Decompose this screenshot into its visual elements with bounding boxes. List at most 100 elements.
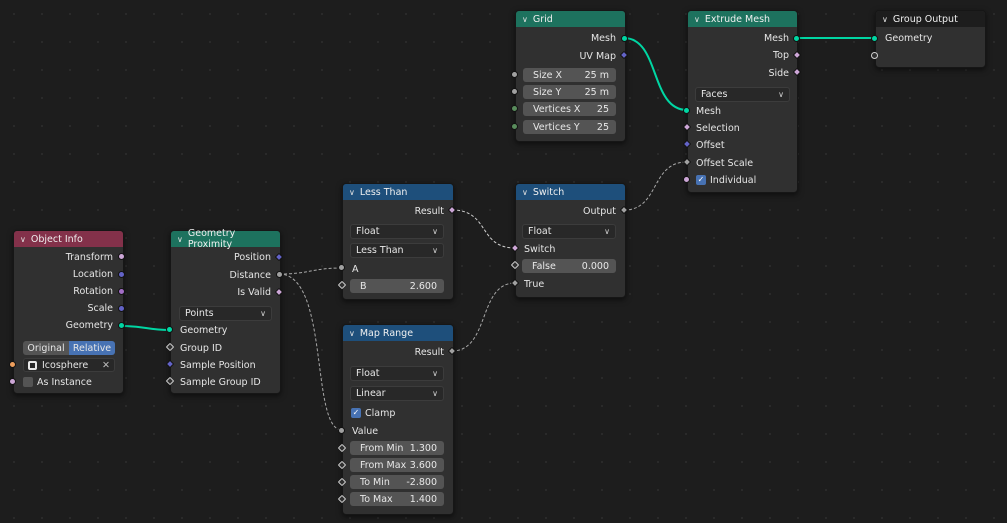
as-instance-row[interactable]: As Instance: [23, 374, 92, 390]
field-label: From Max: [360, 459, 407, 471]
socket-label: Rotation: [73, 285, 113, 297]
socket-label: A: [352, 263, 359, 275]
link-objectinfo-geometry-to-proximity: [121, 325, 171, 331]
to-max-field[interactable]: To Max 1.400: [350, 492, 444, 506]
vertices-x-field[interactable]: Vertices X 25: [523, 102, 616, 116]
as-instance-socket[interactable]: [9, 378, 16, 385]
clear-icon[interactable]: ✕: [102, 359, 110, 371]
size-x-socket[interactable]: [511, 71, 518, 78]
scale-socket[interactable]: [118, 305, 125, 312]
switch-node[interactable]: ∨ Switch Output Float ∨ Switch False 0.0…: [515, 183, 626, 298]
switch-header[interactable]: ∨ Switch: [516, 184, 625, 200]
empty-socket[interactable]: [871, 52, 878, 59]
rotation-socket[interactable]: [118, 288, 125, 295]
socket-label: Switch: [524, 243, 556, 255]
operation-dropdown[interactable]: Less Than ∨: [350, 243, 444, 258]
collapse-chevron-icon[interactable]: ∨: [882, 14, 888, 24]
output-output: Output: [583, 203, 616, 219]
dropdown-value: Float: [528, 226, 552, 237]
input-geometry: Geometry: [885, 30, 932, 46]
geometry-in-socket[interactable]: [166, 326, 173, 333]
socket-label: Mesh: [590, 32, 616, 44]
field-value: 25: [596, 103, 609, 115]
field-value: 25: [596, 121, 609, 133]
object-field[interactable]: Icosphere ✕: [23, 358, 115, 372]
data-type-dropdown[interactable]: Float ∨: [350, 366, 444, 381]
output-rotation: Rotation: [73, 283, 113, 299]
collapse-chevron-icon[interactable]: ∨: [349, 187, 355, 197]
dropdown-value: Float: [356, 226, 380, 237]
object-info-header[interactable]: ∨ Object Info: [14, 231, 123, 247]
geometry-out-socket[interactable]: [118, 322, 125, 329]
extrude-mesh-node[interactable]: ∨ Extrude Mesh Mesh Top Side Faces ∨ Mes…: [687, 10, 798, 193]
input-true: True: [524, 276, 544, 292]
from-min-field[interactable]: From Min 1.300: [350, 441, 444, 455]
socket-label: Selection: [696, 122, 740, 134]
collapse-chevron-icon[interactable]: ∨: [20, 234, 26, 244]
output-position: Position: [234, 249, 271, 265]
checkmark-icon[interactable]: ✓: [696, 175, 706, 185]
object-info-node[interactable]: ∨ Object Info Transform Location Rotatio…: [13, 230, 124, 394]
grid-header[interactable]: ∨ Grid: [516, 11, 625, 27]
mesh-out-socket[interactable]: [793, 35, 800, 42]
from-max-field[interactable]: From Max 3.600: [350, 458, 444, 472]
geometry-in-socket[interactable]: [871, 35, 878, 42]
input-sample-group-id: Sample Group ID: [180, 374, 261, 390]
object-socket[interactable]: [9, 361, 16, 368]
data-type-dropdown[interactable]: Float ∨: [350, 224, 444, 239]
collapse-chevron-icon[interactable]: ∨: [349, 328, 355, 338]
chevron-down-icon: ∨: [432, 389, 438, 398]
geometry-proximity-node[interactable]: ∨ Geometry Proximity Position Distance I…: [170, 228, 281, 394]
mesh-in-socket[interactable]: [683, 107, 690, 114]
checkmark-icon[interactable]: ✓: [351, 408, 361, 418]
interpolation-dropdown[interactable]: Linear ∨: [350, 386, 444, 401]
value-socket[interactable]: [338, 427, 345, 434]
grid-node[interactable]: ∨ Grid Mesh UV Map Size X 25 m Size Y 25…: [515, 10, 626, 142]
as-instance-checkbox[interactable]: [23, 377, 33, 387]
group-output-header[interactable]: ∨ Group Output: [876, 11, 985, 27]
vertices-x-socket[interactable]: [511, 105, 518, 112]
size-y-socket[interactable]: [511, 88, 518, 95]
chevron-down-icon: ∨: [604, 227, 610, 236]
map-range-header[interactable]: ∨ Map Range: [343, 325, 453, 341]
individual-row[interactable]: ✓ Individual: [696, 172, 756, 188]
node-title: Extrude Mesh: [704, 13, 771, 25]
collapse-chevron-icon[interactable]: ∨: [522, 14, 528, 24]
mesh-out-socket[interactable]: [621, 35, 628, 42]
collapse-chevron-icon[interactable]: ∨: [694, 14, 700, 24]
group-output-node[interactable]: ∨ Group Output Geometry: [875, 10, 986, 68]
size-y-field[interactable]: Size Y 25 m: [523, 85, 616, 99]
link-proximity-distance-to-lessthan-a: [278, 267, 343, 275]
collapse-chevron-icon[interactable]: ∨: [522, 187, 528, 197]
extrude-mode-dropdown[interactable]: Faces ∨: [695, 87, 790, 102]
vertices-y-socket[interactable]: [511, 123, 518, 130]
target-element-dropdown[interactable]: Points ∨: [179, 306, 272, 321]
data-type-dropdown[interactable]: Float ∨: [522, 224, 616, 239]
false-value-field[interactable]: False 0.000: [522, 259, 616, 273]
less-than-node[interactable]: ∨ Less Than Result Float ∨ Less Than ∨ A…: [342, 183, 454, 300]
map-range-node[interactable]: ∨ Map Range Result Float ∨ Linear ∨ ✓ Cl…: [342, 324, 454, 515]
transform-socket[interactable]: [118, 253, 125, 260]
a-socket[interactable]: [338, 264, 345, 271]
less-than-header[interactable]: ∨ Less Than: [343, 184, 453, 200]
link-proximity-distance-to-maprange-value: [278, 273, 343, 431]
extrude-mesh-header[interactable]: ∨ Extrude Mesh: [688, 11, 797, 27]
clamp-row[interactable]: ✓ Clamp: [351, 405, 395, 421]
relative-button[interactable]: Relative: [69, 341, 115, 355]
individual-socket[interactable]: [683, 176, 690, 183]
size-x-field[interactable]: Size X 25 m: [523, 68, 616, 82]
b-value-field[interactable]: B 2.600: [350, 279, 444, 293]
vertices-y-field[interactable]: Vertices Y 25: [523, 120, 616, 134]
original-button[interactable]: Original: [23, 341, 69, 355]
field-label: To Max: [360, 493, 393, 505]
field-label: Size X: [533, 69, 563, 81]
location-socket[interactable]: [118, 271, 125, 278]
field-label: Size Y: [533, 86, 562, 98]
socket-label: Result: [414, 205, 444, 217]
output-is-valid: Is Valid: [237, 284, 271, 300]
distance-socket[interactable]: [276, 271, 283, 278]
to-min-field[interactable]: To Min -2.800: [350, 475, 444, 489]
collapse-chevron-icon[interactable]: ∨: [177, 234, 183, 244]
geometry-proximity-header[interactable]: ∨ Geometry Proximity: [171, 228, 280, 250]
socket-label: Geometry: [180, 324, 228, 336]
